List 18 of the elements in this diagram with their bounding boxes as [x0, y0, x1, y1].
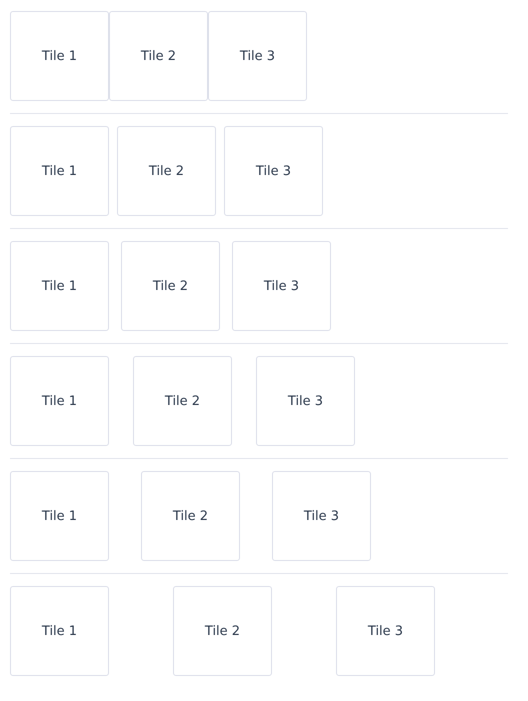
- tile: Tile 3: [208, 11, 307, 101]
- tile: Tile 3: [232, 241, 331, 331]
- tile: Tile 2: [117, 126, 216, 216]
- tile: Tile 3: [336, 586, 435, 676]
- tile: Tile 2: [173, 586, 272, 676]
- tile: Tile 2: [133, 356, 232, 446]
- tile: Tile 2: [109, 11, 208, 101]
- tile: Tile 1: [10, 241, 109, 331]
- tile: Tile 3: [224, 126, 323, 216]
- tile: Tile 1: [10, 356, 109, 446]
- tile: Tile 2: [121, 241, 220, 331]
- tile: Tile 1: [10, 586, 109, 676]
- tile: Tile 1: [10, 126, 109, 216]
- tile: Tile 3: [272, 471, 371, 561]
- tile: Tile 2: [141, 471, 240, 561]
- tile: Tile 3: [256, 356, 355, 446]
- tile: Tile 1: [10, 471, 109, 561]
- tile: Tile 1: [10, 11, 109, 101]
